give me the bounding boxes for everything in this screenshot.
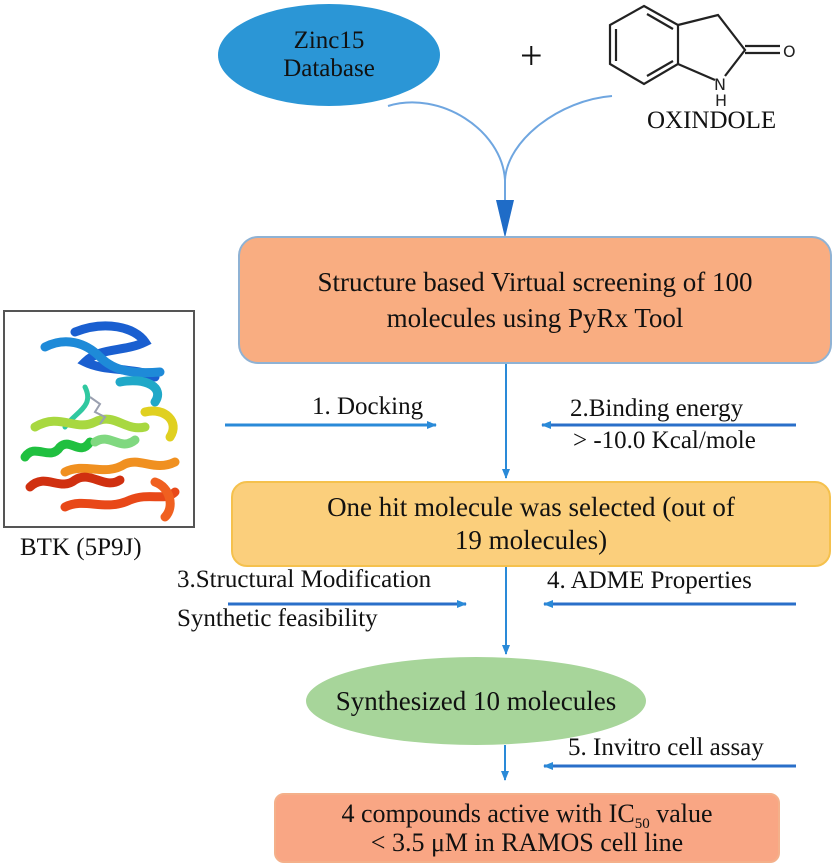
hit-selection-line1: One hit molecule was selected (out of (327, 492, 735, 522)
curve-from-oxindole (504, 95, 613, 181)
hit-selection-box: One hit molecule was selected (out of 19… (231, 481, 831, 567)
virtual-screening-line1: Structure based Virtual screening of 100 (317, 267, 753, 297)
oxindole-structure-icon: O N H (608, 4, 796, 110)
binding-energy-threshold: > -10.0 Kcal/mole (573, 427, 756, 454)
oxindole-label: OXINDOLE (647, 107, 777, 134)
structural-modification-label: 3.Structural Modification (177, 566, 432, 593)
hit-selection-line2: 19 molecules) (454, 525, 608, 555)
result-line1-text: 4 compounds active with IC (341, 799, 635, 828)
docking-label: 1. Docking (312, 393, 424, 420)
curve-from-database (387, 101, 506, 200)
synthetic-feasibility-label: Synthetic feasibility (177, 605, 378, 632)
protein-ribbon-icon (20, 321, 180, 522)
synthesized-molecules-node: Synthesized 10 molecules (306, 657, 646, 745)
virtual-screening-box: Structure based Virtual screening of 100… (238, 236, 832, 364)
ic50-subscript: 50 (634, 816, 650, 833)
hydrogen-atom: H (715, 91, 727, 110)
btk-protein-image (3, 310, 195, 528)
oxygen-atom: O (783, 42, 796, 61)
adme-label: 4. ADME Properties (547, 567, 752, 594)
merge-arrowhead (496, 200, 514, 238)
result-line2: < 3.5 μM in RAMOS cell line (370, 828, 684, 857)
zinc15-database-node: Zinc15 Database (218, 4, 440, 106)
binding-energy-label: 2.Binding energy (570, 395, 744, 422)
result-box: 4 compounds active with IC50 value < 3.5… (274, 793, 780, 863)
database-label-line1: Zinc15 (293, 27, 365, 54)
result-line1: 4 compounds active with IC50 value (341, 799, 713, 832)
nitrogen-atom: N (714, 75, 726, 94)
synthesized-label: Synthesized 10 molecules (335, 685, 617, 716)
plus-sign: + (520, 33, 543, 78)
database-label-line2: Database (283, 55, 375, 82)
btk-label: BTK (5P9J) (20, 534, 142, 561)
invitro-assay-label: 5. Invitro cell assay (568, 734, 764, 761)
result-line1-suffix: value (649, 799, 713, 828)
virtual-screening-line2: molecules using PyRx Tool (386, 303, 684, 333)
